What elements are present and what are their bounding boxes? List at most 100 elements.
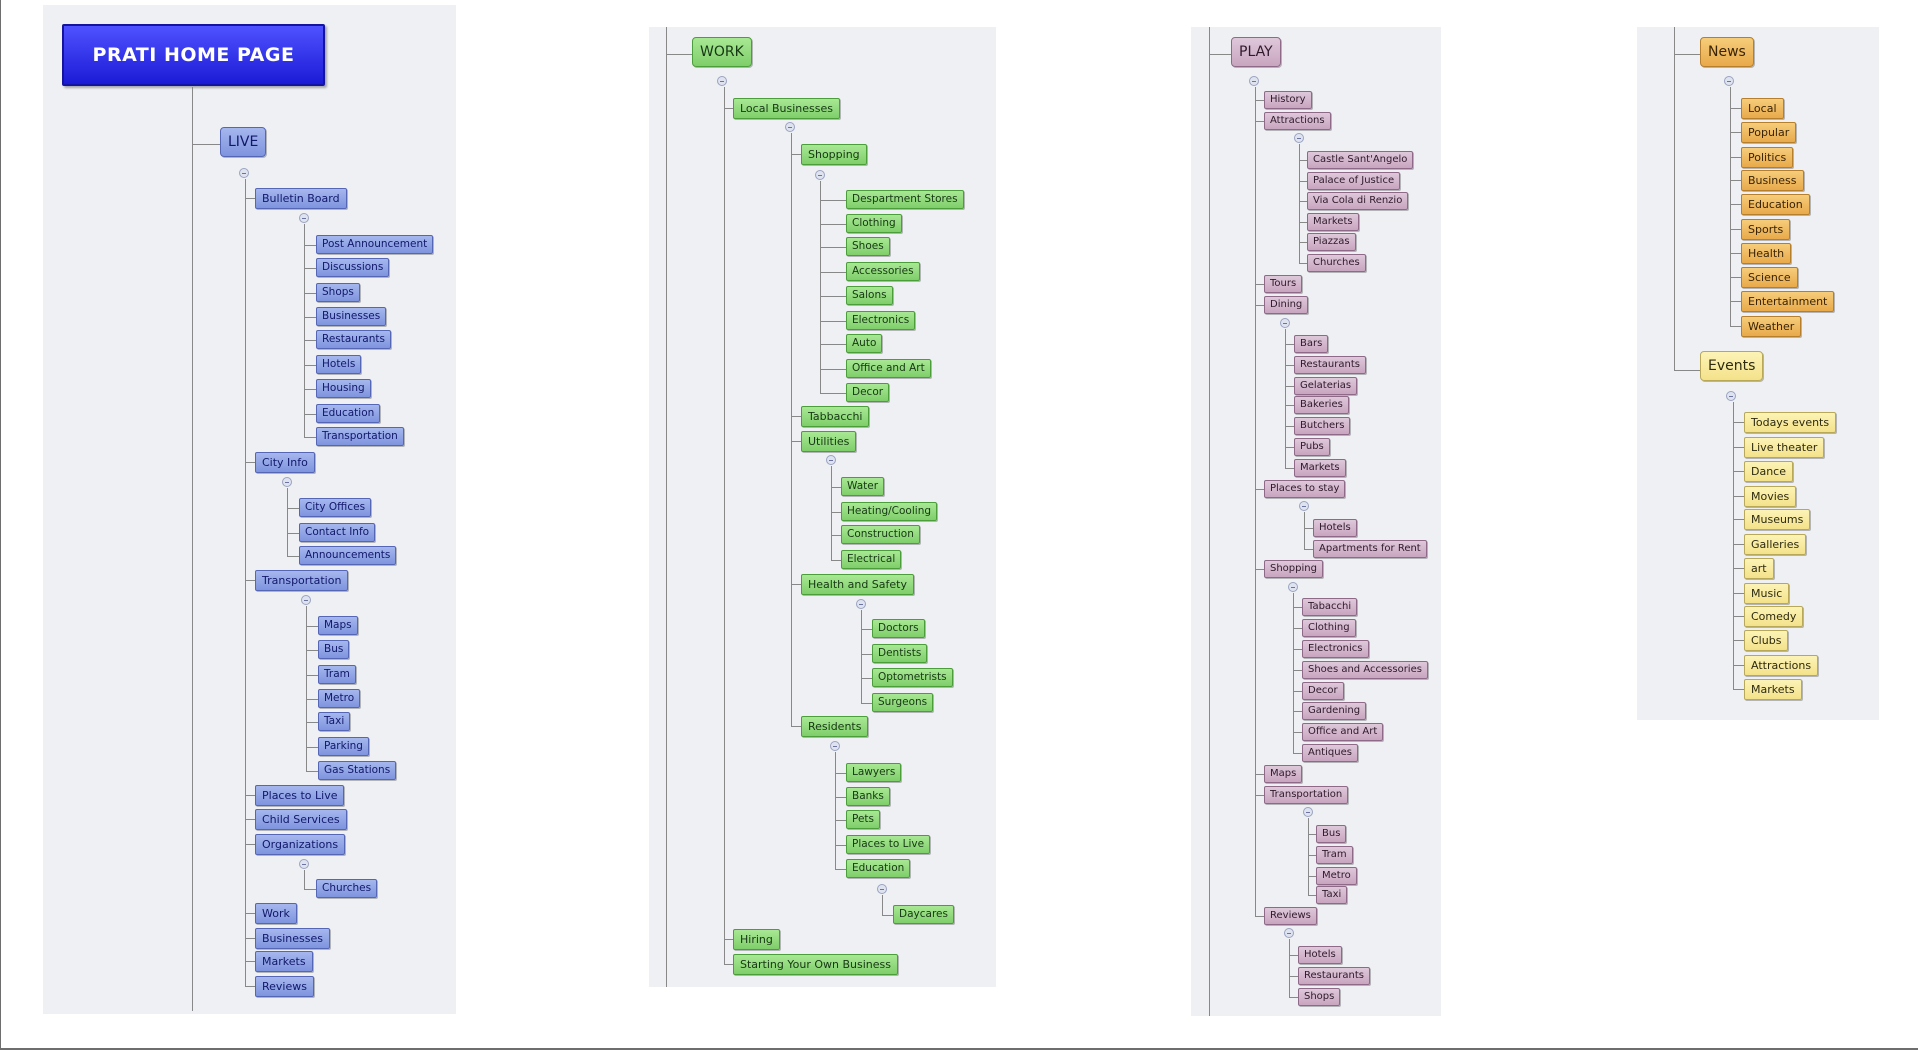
events-item-node-museums[interactable]: Museums xyxy=(1744,509,1811,530)
work-leaf-node-doctors[interactable]: Doctors xyxy=(872,619,925,638)
live-subitem-node-taxi[interactable]: Taxi xyxy=(318,712,351,731)
live-subitem-node-discussions[interactable]: Discussions xyxy=(316,258,390,277)
live-item-node-child-services[interactable]: Child Services xyxy=(255,809,347,830)
live-subitem-node-businesses[interactable]: Businesses xyxy=(316,307,387,326)
play-subitem-node-antiques[interactable]: Antiques xyxy=(1302,744,1358,762)
events-item-node-live-theater[interactable]: Live theater xyxy=(1744,437,1825,458)
work-item-node-starting-your-own-business[interactable]: Starting Your Own Business xyxy=(733,954,898,975)
news-item-node-health[interactable]: Health xyxy=(1741,243,1792,264)
play-subitem-node-palace-of-justice[interactable]: Palace of Justice xyxy=(1307,172,1401,190)
news-item-node-sports[interactable]: Sports xyxy=(1741,219,1791,240)
play-subitem-node-office-and-art[interactable]: Office and Art xyxy=(1302,723,1384,741)
play-subitem-node-electronics[interactable]: Electronics xyxy=(1302,640,1369,658)
play-subitem-node-gelaterias[interactable]: Gelaterias xyxy=(1294,377,1358,395)
work-leaf-node-salons[interactable]: Salons xyxy=(846,286,893,305)
news-item-node-local[interactable]: Local xyxy=(1741,98,1784,119)
live-subitem-node-metro[interactable]: Metro xyxy=(318,689,361,708)
live-subitem-node-churches[interactable]: Churches xyxy=(316,879,378,898)
live-item-node-work[interactable]: Work xyxy=(255,903,297,924)
news-item-node-weather[interactable]: Weather xyxy=(1741,316,1802,337)
live-item-node-organizations[interactable]: Organizations xyxy=(255,834,346,855)
news-node-news[interactable]: News xyxy=(1700,37,1754,67)
work-leaf-node-decor[interactable]: Decor xyxy=(846,383,890,402)
live-subitem-node-education[interactable]: Education xyxy=(316,404,381,423)
events-node-events[interactable]: Events xyxy=(1700,351,1764,381)
work-leaf-node-heating-cooling[interactable]: Heating/Cooling xyxy=(841,502,938,521)
work-leaf-node-auto[interactable]: Auto xyxy=(846,334,883,353)
play-subitem-node-restaurants[interactable]: Restaurants xyxy=(1294,356,1366,374)
news-item-node-entertainment[interactable]: Entertainment xyxy=(1741,291,1835,312)
live-subitem-node-parking[interactable]: Parking xyxy=(318,737,369,756)
play-subitem-node-restaurants[interactable]: Restaurants xyxy=(1298,967,1370,985)
work-leaf-node-lawyers[interactable]: Lawyers xyxy=(846,763,902,782)
page-title[interactable]: PRATI HOME PAGE xyxy=(62,24,325,86)
news-item-node-science[interactable]: Science xyxy=(1741,267,1798,288)
play-item-node-history[interactable]: History xyxy=(1264,91,1312,109)
work-leaf-node-clothing[interactable]: Clothing xyxy=(846,214,902,233)
work-subitem-node-utilities[interactable]: Utilities xyxy=(801,431,857,452)
work-leaf-node-education[interactable]: Education xyxy=(846,859,911,878)
work-leaf-node-optometrists[interactable]: Optometrists xyxy=(872,668,953,687)
news-item-node-politics[interactable]: Politics xyxy=(1741,147,1794,168)
live-subitem-node-hotels[interactable]: Hotels xyxy=(316,355,362,374)
news-item-node-education[interactable]: Education xyxy=(1741,194,1810,215)
news-item-node-popular[interactable]: Popular xyxy=(1741,122,1797,143)
work-item-node-local-businesses[interactable]: Local Businesses xyxy=(733,98,841,119)
work-leaf-node-electrical[interactable]: Electrical xyxy=(841,550,902,569)
work-leaf-node-accessories[interactable]: Accessories xyxy=(846,262,920,281)
work-leaf-node-banks[interactable]: Banks xyxy=(846,787,890,806)
play-item-node-shopping[interactable]: Shopping xyxy=(1264,560,1323,578)
play-item-node-places-to-stay[interactable]: Places to stay xyxy=(1264,480,1346,498)
play-subitem-node-butchers[interactable]: Butchers xyxy=(1294,417,1351,435)
live-subitem-node-transportation[interactable]: Transportation xyxy=(316,427,404,446)
events-item-node-movies[interactable]: Movies xyxy=(1744,486,1797,507)
live-item-node-city-info[interactable]: City Info xyxy=(255,452,315,473)
live-node-live[interactable]: LIVE xyxy=(220,127,267,157)
events-item-node-music[interactable]: Music xyxy=(1744,583,1790,604)
play-subitem-node-bakeries[interactable]: Bakeries xyxy=(1294,396,1349,414)
events-item-node-markets[interactable]: Markets xyxy=(1744,679,1802,700)
play-subitem-node-via-cola-di-renzio[interactable]: Via Cola di Renzio xyxy=(1307,192,1409,210)
play-subitem-node-shops[interactable]: Shops xyxy=(1298,988,1341,1006)
live-item-node-bulletin-board[interactable]: Bulletin Board xyxy=(255,188,347,209)
work-leaf-node-surgeons[interactable]: Surgeons xyxy=(872,693,934,712)
play-subitem-node-piazzas[interactable]: Piazzas xyxy=(1307,233,1356,251)
live-subitem-node-restaurants[interactable]: Restaurants xyxy=(316,330,391,349)
events-item-node-dance[interactable]: Dance xyxy=(1744,461,1793,482)
live-subitem-node-housing[interactable]: Housing xyxy=(316,379,371,398)
play-subitem-node-markets[interactable]: Markets xyxy=(1307,213,1359,231)
play-subitem-node-hotels[interactable]: Hotels xyxy=(1298,946,1342,964)
work-leaf-node-despartment-stores[interactable]: Despartment Stores xyxy=(846,190,964,209)
live-subitem-node-contact-info[interactable]: Contact Info xyxy=(299,523,376,542)
work-subitem-node-residents[interactable]: Residents xyxy=(801,716,869,737)
work-leaf-node-places-to-live[interactable]: Places to Live xyxy=(846,835,931,854)
play-subitem-node-bus[interactable]: Bus xyxy=(1316,825,1347,843)
events-item-node-clubs[interactable]: Clubs xyxy=(1744,630,1789,651)
play-item-node-reviews[interactable]: Reviews xyxy=(1264,907,1317,925)
work-leaf-node-pets[interactable]: Pets xyxy=(846,810,881,829)
play-item-node-tours[interactable]: Tours xyxy=(1264,275,1303,293)
events-item-node-attractions[interactable]: Attractions xyxy=(1744,655,1819,676)
play-subitem-node-pubs[interactable]: Pubs xyxy=(1294,438,1330,456)
live-subitem-node-post-announcement[interactable]: Post Announcement xyxy=(316,235,434,254)
events-item-node-comedy[interactable]: Comedy xyxy=(1744,606,1804,627)
events-item-node-todays-events[interactable]: Todays events xyxy=(1744,412,1837,433)
live-item-node-businesses[interactable]: Businesses xyxy=(255,928,331,949)
play-subitem-node-decor[interactable]: Decor xyxy=(1302,682,1344,700)
play-subitem-node-castle-sant-angelo[interactable]: Castle Sant'Angelo xyxy=(1307,151,1414,169)
play-subitem-node-tabacchi[interactable]: Tabacchi xyxy=(1302,598,1358,616)
play-subitem-node-clothing[interactable]: Clothing xyxy=(1302,619,1356,637)
live-subitem-node-tram[interactable]: Tram xyxy=(318,665,356,684)
play-item-node-maps[interactable]: Maps xyxy=(1264,765,1303,783)
play-item-node-transportation[interactable]: Transportation xyxy=(1264,786,1349,804)
play-subitem-node-taxi[interactable]: Taxi xyxy=(1316,886,1348,904)
live-item-node-markets[interactable]: Markets xyxy=(255,951,313,972)
play-subitem-node-hotels[interactable]: Hotels xyxy=(1313,519,1357,537)
news-item-node-business[interactable]: Business xyxy=(1741,170,1804,191)
play-subitem-node-churches[interactable]: Churches xyxy=(1307,254,1366,272)
events-item-node-galleries[interactable]: Galleries xyxy=(1744,534,1807,555)
play-subitem-node-tram[interactable]: Tram xyxy=(1316,846,1353,864)
work-subitem-node-health-and-safety[interactable]: Health and Safety xyxy=(801,574,914,595)
live-subitem-node-maps[interactable]: Maps xyxy=(318,616,358,635)
work-leaf-node-water[interactable]: Water xyxy=(841,477,885,496)
